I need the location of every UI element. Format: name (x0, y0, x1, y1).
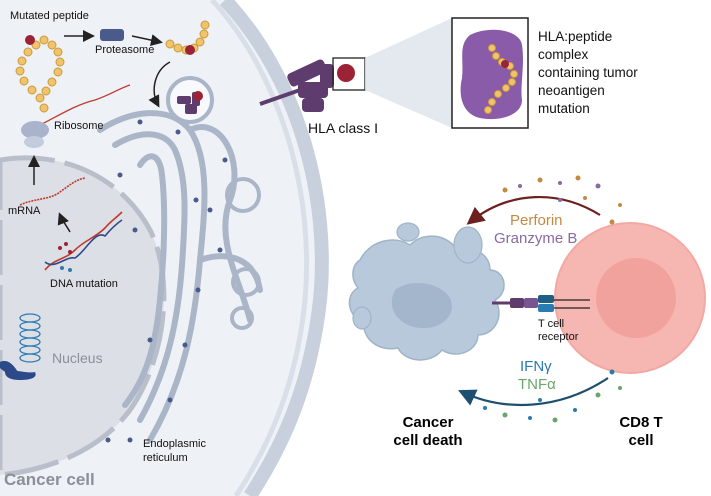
hla-line-3: containing tumor (538, 65, 638, 80)
hla-line-4: neoantigen (538, 83, 605, 98)
dna-helix (44, 211, 123, 271)
hla-line-5: mutation (538, 101, 590, 116)
perforin-arrow (466, 195, 601, 225)
er-bulbs (225, 177, 261, 330)
tcr-complex (492, 295, 590, 312)
cancer-cell-membrane (219, 0, 329, 496)
label-hla-class-i: HLA class I (308, 120, 379, 136)
mutation-residue (25, 35, 35, 45)
label-mrna: mRNA (8, 205, 41, 217)
proteasome (100, 29, 124, 41)
label-perforin: Perforin (510, 212, 563, 229)
label-proteasome: Proteasome (95, 44, 155, 56)
ccd-line-2: cell death (393, 432, 463, 449)
cancer-cell-membrane-inner (210, 0, 310, 496)
ccd-line-1: Cancer (402, 414, 454, 431)
dying-cell-nucleus (391, 283, 452, 329)
apoptotic-bodies (352, 222, 483, 330)
peptide-loop (15, 35, 65, 113)
chromatin-coil (19, 313, 41, 363)
hla-line-2: complex (538, 47, 589, 62)
surface-peptide (337, 64, 355, 82)
label-granzyme-b: Granzyme B (494, 230, 578, 247)
cancer-cell-death-label: Cancer cell death (378, 414, 478, 450)
label-er-line-2: reticulum (143, 452, 188, 464)
arrow-to-mrna (57, 212, 71, 233)
chromosome (0, 360, 36, 380)
er-ribosome-dots (105, 119, 228, 443)
mrna-strand-top (39, 84, 131, 126)
dna-mutation-marks (58, 242, 72, 254)
t-cell-nucleus (596, 258, 676, 338)
label-tcr-line-2: receptor (538, 331, 579, 343)
label-nucleus: Nucleus (52, 350, 103, 366)
hla-transmembrane (259, 88, 301, 106)
surface-hla (287, 59, 334, 112)
ribosome (21, 121, 49, 148)
nucleus (0, 155, 167, 478)
zoom-hla-purple (460, 29, 523, 120)
mrna-strand (19, 177, 86, 206)
label-er-line-1: Endoplasmic (143, 438, 206, 450)
label-ifn-gamma: IFNγ (520, 358, 552, 375)
cd8-line-2: cell (628, 432, 654, 449)
hla-complex-description: HLA:peptide complex containing tumor neo… (538, 28, 638, 118)
label-tcr-line-1: T cell (538, 318, 565, 330)
label-mutated-peptide: Mutated peptide (10, 10, 89, 22)
cd8-line-1: CD8 T (619, 414, 663, 431)
label-tnf-alpha: TNFα (518, 376, 556, 393)
cytokine-dots (483, 369, 622, 423)
hla-line-1: HLA:peptide (538, 29, 613, 44)
arrow-to-er (148, 61, 171, 108)
cytokine-arrow (458, 377, 609, 406)
label-ribosome: Ribosome (54, 120, 104, 132)
zoom-cone (365, 18, 452, 128)
label-cancer-cell: Cancer cell (4, 470, 95, 489)
zoom-peptide (484, 44, 518, 114)
cd8-t-cell-label: CD8 T cell (606, 414, 676, 450)
label-dna-mutation: DNA mutation (50, 278, 118, 290)
perforin-granules (502, 175, 622, 225)
